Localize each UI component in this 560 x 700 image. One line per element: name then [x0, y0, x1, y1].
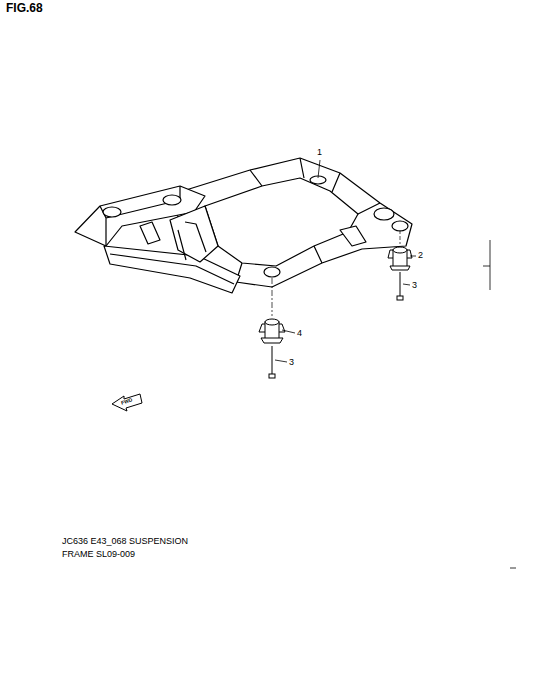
callout-number: 3 [412, 281, 417, 290]
callout-number: 3 [289, 358, 294, 367]
figure-caption: JC636 E43_068 SUSPENSION FRAME SL09-009 [62, 535, 212, 561]
callout-number: 1 [317, 148, 322, 157]
callout-number: 4 [297, 329, 302, 338]
callout-number: 2 [418, 251, 423, 260]
figure-title: FIG.68 [6, 2, 43, 14]
